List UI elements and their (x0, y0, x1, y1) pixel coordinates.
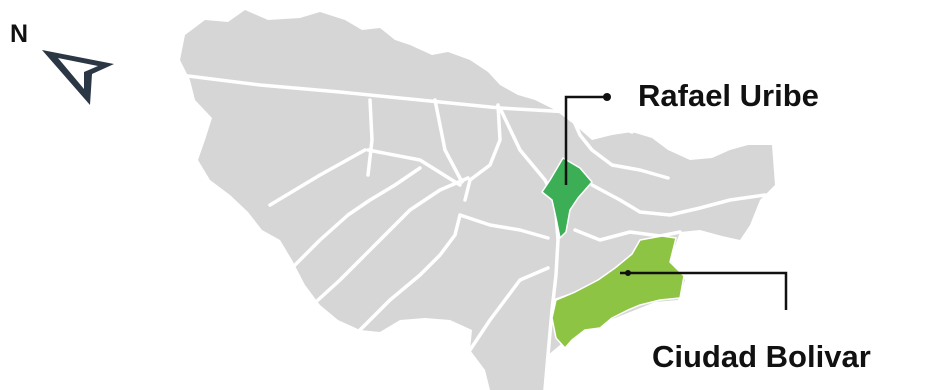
rafael-uribe-callout-line (564, 95, 605, 185)
border-north-divide-2 (433, 98, 464, 184)
border-main-south (498, 106, 560, 390)
border-south-1 (468, 266, 550, 352)
border-west-2 (288, 166, 422, 272)
north-arrow-inner (58, 58, 98, 89)
north-arrow-icon (42, 50, 114, 105)
border-west-1 (268, 148, 367, 207)
border-northeast (568, 110, 634, 134)
region-ciudad-bolivar[interactable] (551, 235, 685, 349)
border-north-divide (366, 98, 374, 177)
ciudad-bolivar-callout-dot (625, 270, 631, 276)
ciudad-bolivar-label: Ciudad Bolivar (652, 339, 871, 374)
locality-borders (178, 73, 767, 390)
north-label: N (10, 20, 29, 48)
border-southwest-2 (458, 213, 550, 240)
border-west-3 (316, 176, 470, 302)
rafael-uribe-callout-dot (603, 93, 611, 101)
region-rafael-uribe[interactable] (541, 157, 593, 239)
city-outline (180, 10, 775, 390)
border-central-west (366, 148, 462, 187)
ciudad-bolivar-callout-line (620, 271, 788, 310)
border-east-3 (573, 228, 682, 242)
border-central-north (463, 103, 502, 202)
border-northern-road (178, 73, 572, 114)
map-land (180, 10, 775, 390)
rafael-uribe-label: Rafael Uribe (638, 78, 819, 113)
border-east-2 (590, 183, 767, 217)
border-southwest-1 (358, 213, 462, 332)
border-east-1 (568, 110, 670, 180)
callout-lines (564, 93, 788, 310)
